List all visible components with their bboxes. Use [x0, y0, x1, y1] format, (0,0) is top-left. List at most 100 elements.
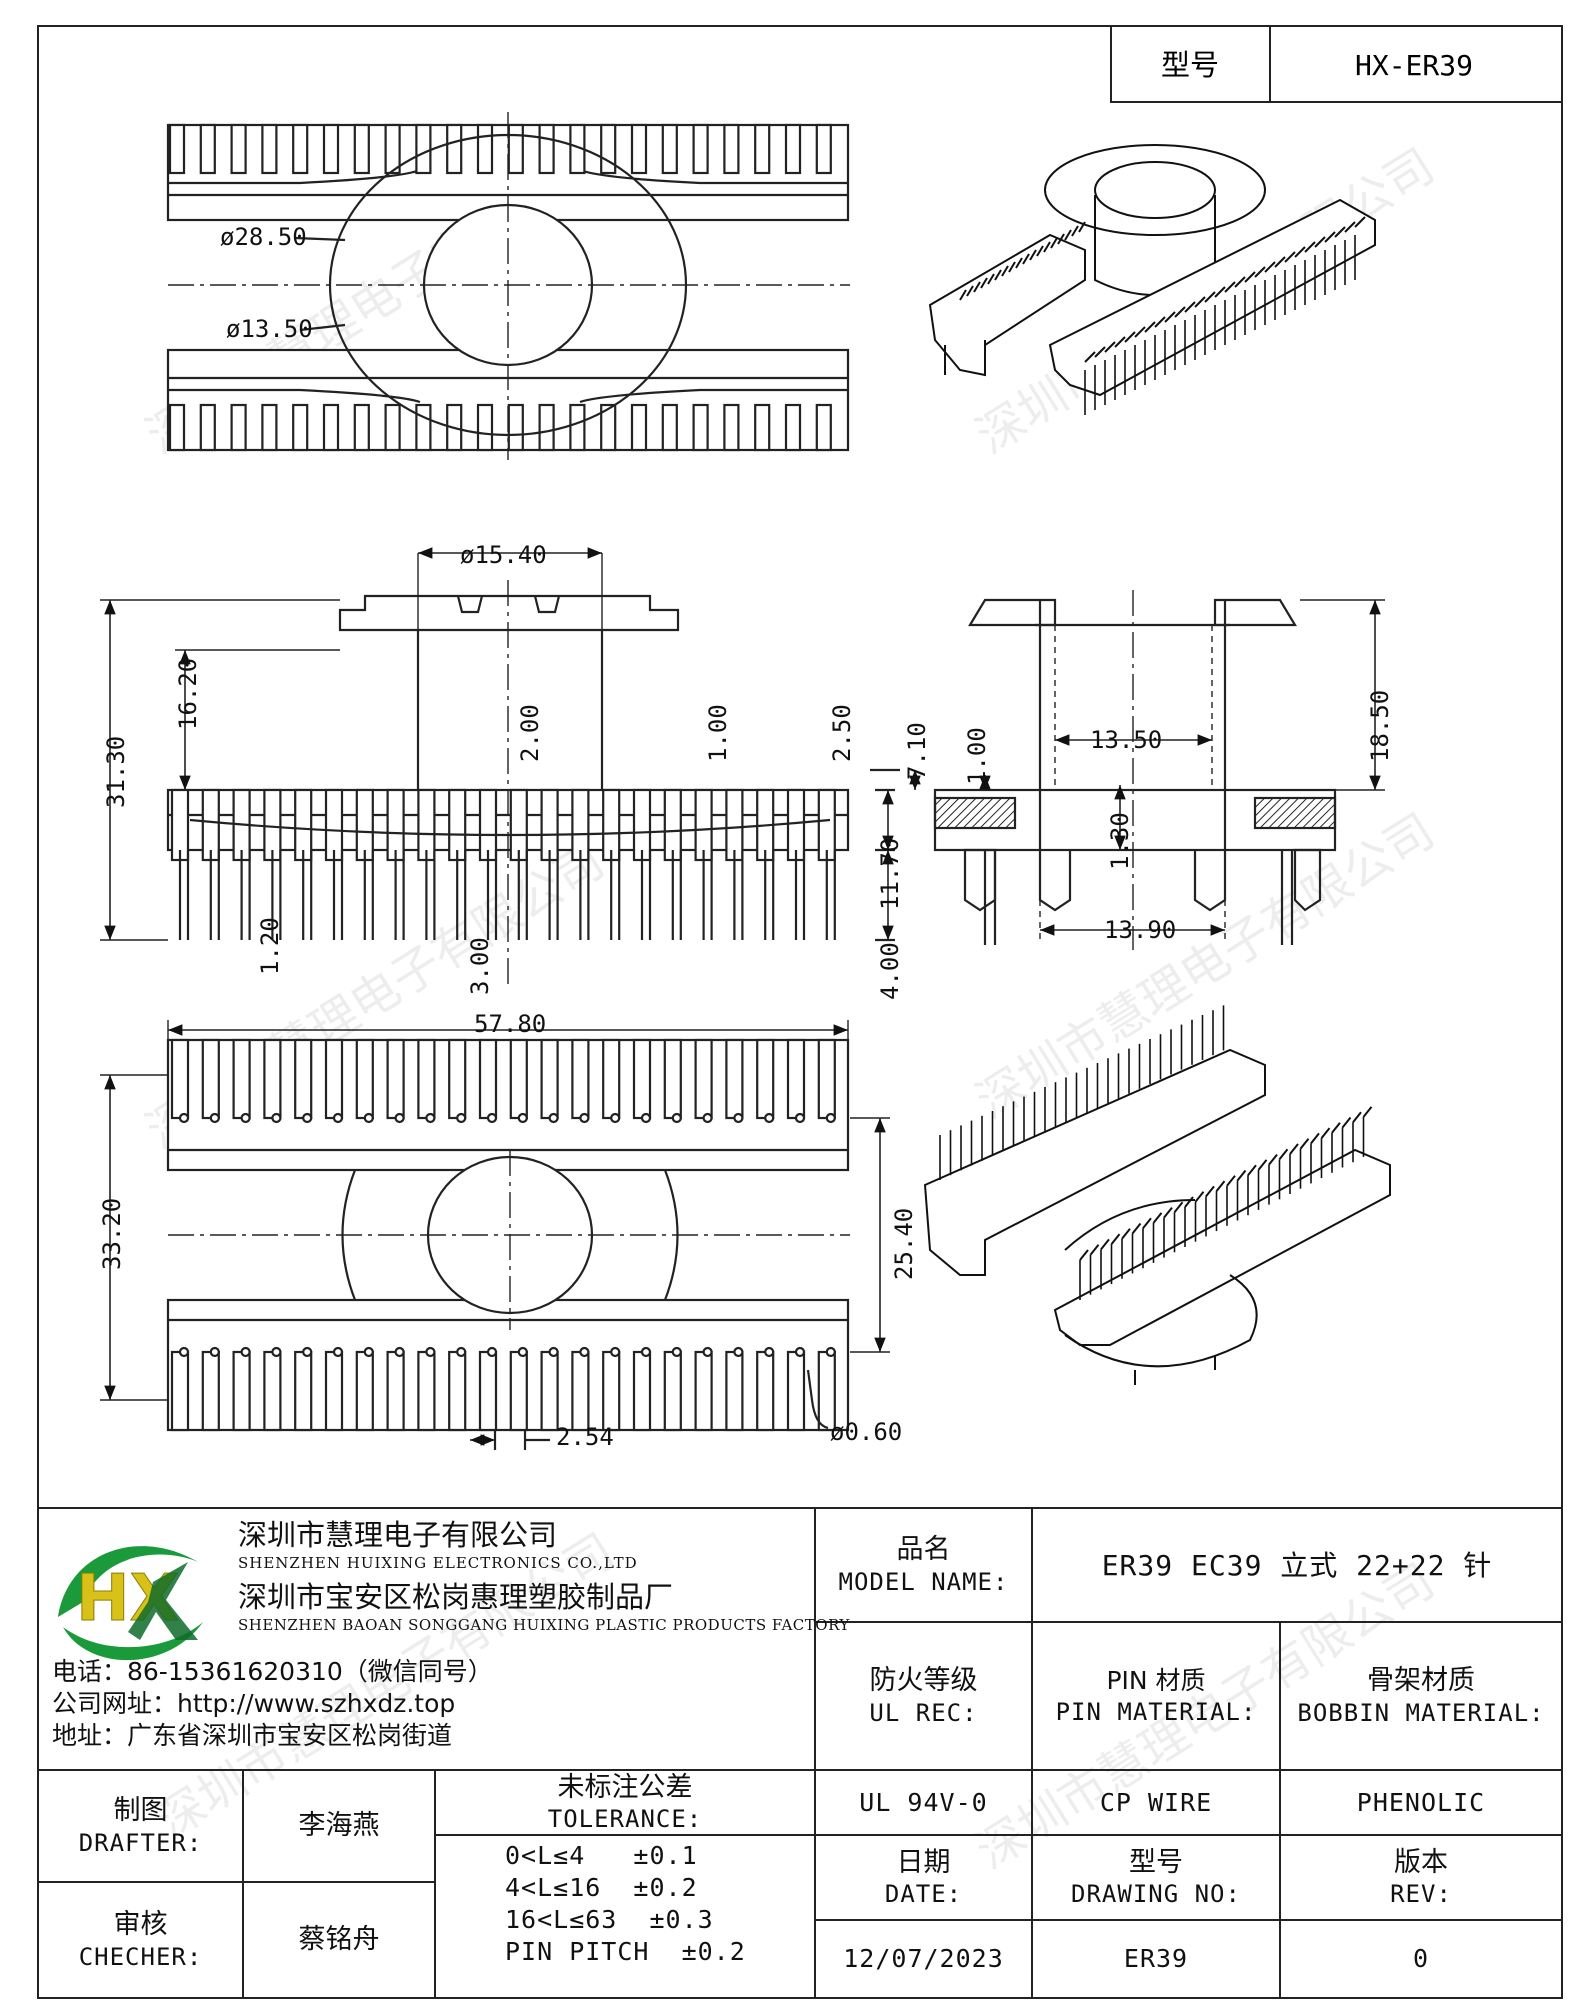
pin-hole [764, 1346, 775, 1358]
iso-fin [1194, 1191, 1205, 1203]
iso-fin [1064, 229, 1072, 241]
checker-name-text: 蔡铭舟 [298, 1924, 380, 1956]
drawing-no-label-cn: 型号 [1129, 1846, 1183, 1878]
iso-fin [1154, 316, 1166, 328]
comb-finger [417, 1350, 436, 1432]
bobbin-material-value-text: PHENOLIC [1356, 1787, 1486, 1817]
dim-side-13p9: 13.90 [1104, 916, 1176, 944]
ul-label: 防火等级 UL REC: [815, 1622, 1032, 1770]
comb-slot [261, 123, 278, 175]
comb-finger [602, 1350, 621, 1432]
comb-slot [415, 403, 432, 452]
rev-label-cn: 版本 [1394, 1846, 1448, 1878]
comb-slot [476, 403, 494, 452]
comb-finger [632, 1350, 652, 1432]
comb-slot [322, 123, 340, 175]
iso-fin [1029, 249, 1037, 261]
side-flange [968, 598, 1297, 627]
comb-finger [478, 1350, 498, 1432]
pin-hole [610, 1346, 621, 1358]
pin-material-value: CP WIRE [1032, 1770, 1280, 1835]
comb-slot [476, 123, 494, 175]
dim-bottom-57: 57.80 [474, 1010, 546, 1038]
dim-front-3: 3.00 [466, 937, 494, 995]
comb-finger [324, 1038, 344, 1120]
pin-hole [302, 1112, 313, 1124]
ul-value-text: UL 94V-0 [859, 1787, 988, 1817]
iso-fin [1294, 246, 1306, 258]
date-label-en: DATE: [884, 1880, 963, 1909]
comb-finger [725, 788, 744, 862]
iso-fin [1089, 1244, 1100, 1256]
pin-hole [332, 1346, 344, 1358]
date-value-text: 12/07/2023 [843, 1944, 1004, 1974]
iso-fin [994, 269, 1002, 281]
comb-slot [600, 123, 617, 175]
hatch-right [1253, 796, 1337, 830]
iso-fin [1264, 261, 1276, 273]
comb-slot [168, 123, 186, 175]
leader [294, 236, 346, 242]
comb-finger [540, 788, 559, 862]
comb-finger [417, 1038, 436, 1120]
company-info: HX 深圳市慧理电子有限公司 SHENZHEN HUIXING ELECTRON… [48, 1512, 849, 1762]
iso-fin [1050, 237, 1058, 249]
comb-slot [692, 403, 709, 452]
comb-finger [632, 1038, 652, 1120]
iso-fin [1043, 241, 1051, 253]
tolerance-line: 4<L≤16 ±0.2 [505, 1873, 698, 1902]
dim-side-1: 1.00 [963, 727, 991, 785]
core-curve [189, 818, 831, 837]
comb-finger [694, 1350, 713, 1432]
iso-fin [1124, 331, 1136, 343]
comb-slot [600, 403, 617, 452]
comb-finger [355, 1038, 374, 1120]
comb-finger [448, 1038, 467, 1120]
iso-fin [1278, 1148, 1289, 1160]
tolerance-label-cn: 未标注公差 [557, 1771, 693, 1803]
iso-fin [1022, 253, 1030, 265]
comb-finger [509, 1038, 528, 1120]
comb-slot [661, 123, 678, 175]
iso-right-rail [1048, 198, 1376, 397]
header-model-label: 型号 [1161, 48, 1219, 82]
comb-slot [815, 403, 832, 452]
iso-fin [1152, 1212, 1163, 1224]
isometric-view-bottom [923, 1005, 1391, 1385]
dim-front-4: 4.00 [876, 942, 904, 1000]
dim-front-2p5: 2.50 [828, 704, 856, 762]
iso-fin [1084, 351, 1096, 363]
strip-detail [168, 168, 848, 197]
comb-finger [386, 788, 405, 862]
drawing-no-value: ER39 [1032, 1920, 1280, 1998]
model-name-label-en: MODEL NAME: [838, 1567, 1009, 1596]
model-name-label-cn: 品名 [896, 1534, 951, 1566]
checker-label: 审核 CHECHER: [38, 1882, 243, 1998]
dim-front-31: 31.30 [102, 736, 130, 808]
comb-slot [815, 123, 832, 175]
comb-finger [201, 788, 220, 862]
comb-finger [509, 1350, 528, 1432]
comb-slot [230, 123, 247, 175]
iso-fin [1310, 1132, 1320, 1145]
comb-finger [448, 1350, 467, 1432]
iso-fin [1236, 1169, 1247, 1182]
dim-front-16: 16.20 [174, 658, 202, 730]
comb-finger [694, 1038, 713, 1120]
comb-finger [571, 1350, 590, 1432]
factory-name-en: SHENZHEN BAOAN SONGGANG HUIXING PLASTIC … [238, 1616, 850, 1634]
iso-fin [1184, 301, 1196, 313]
iso-fin [1324, 231, 1336, 243]
comb-finger [725, 1350, 744, 1432]
comb-slot [538, 403, 555, 452]
comb-finger [263, 1038, 282, 1120]
title-block-grid [38, 1507, 1562, 1998]
pin-hole [363, 1112, 374, 1124]
iso-flange-arc [1064, 1274, 1258, 1368]
comb-finger [756, 1038, 775, 1120]
comb-slot [353, 123, 370, 175]
iso-fin [1094, 346, 1106, 358]
comb-finger [417, 788, 436, 862]
comb-finger [663, 788, 682, 862]
pin-hole [240, 1112, 251, 1124]
